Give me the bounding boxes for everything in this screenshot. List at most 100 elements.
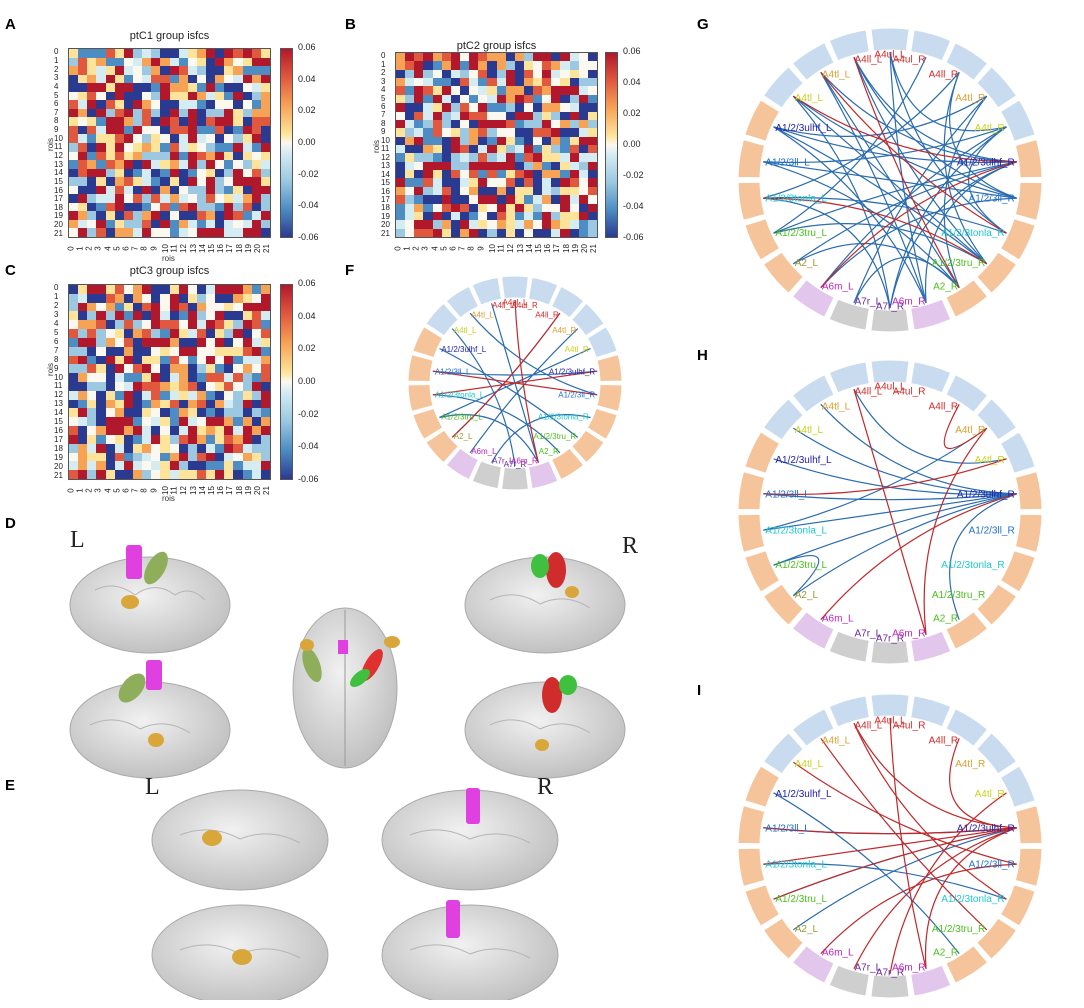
heatmap-cell — [414, 111, 424, 121]
heatmap-cell — [396, 220, 406, 230]
heatmap-cell — [251, 49, 262, 59]
heatmap-cell — [160, 108, 170, 118]
heatmap-y-tick: 4 — [54, 319, 59, 329]
heatmap-cell — [96, 470, 107, 480]
chord-ring-segment — [1014, 513, 1043, 553]
chord-ring-segment — [762, 66, 804, 109]
heatmap-cell — [105, 346, 116, 357]
chord-edge — [432, 370, 598, 376]
heatmap-a — [68, 48, 271, 238]
heatmap-y-tick: 13 — [54, 399, 63, 409]
heatmap-a-xlabel: rois — [162, 254, 175, 263]
heatmap-cell — [105, 49, 116, 59]
heatmap-cell — [69, 382, 79, 392]
heatmap-cell — [459, 145, 470, 154]
heatmap-cell — [69, 160, 79, 170]
heatmap-cell — [169, 134, 180, 144]
heatmap-cell — [196, 83, 207, 93]
heatmap-y-tick: 18 — [54, 202, 63, 212]
heatmap-cell — [224, 302, 234, 312]
heatmap-cell — [196, 461, 207, 471]
heatmap-cell — [587, 136, 598, 146]
heatmap-cell — [187, 160, 198, 170]
heatmap-cell — [242, 470, 253, 480]
heatmap-cell — [414, 170, 424, 179]
heatmap-b-ylabel: rois — [371, 140, 381, 153]
heatmap-cell — [215, 228, 225, 238]
heatmap-cell — [178, 143, 189, 153]
heatmap-cell — [396, 186, 406, 196]
chord-ring-segment — [910, 630, 952, 663]
heatmap-cell — [251, 168, 262, 178]
chord-ring-segment — [828, 29, 870, 62]
heatmap-cell — [441, 86, 452, 96]
heatmap-cell — [587, 178, 598, 188]
heatmap-cell — [169, 470, 180, 480]
heatmap-cell — [196, 228, 207, 238]
heatmap-cell — [178, 452, 189, 462]
heatmap-cell — [96, 49, 107, 59]
heatmap-cell — [196, 100, 207, 110]
heatmap-cell — [169, 302, 180, 312]
chord-ring-segment — [550, 285, 585, 319]
chord-edge — [773, 161, 1017, 234]
heatmap-cell — [206, 364, 216, 374]
heatmap-cell — [69, 434, 79, 445]
brain-d-top — [292, 607, 400, 769]
heatmap-cell — [69, 443, 79, 454]
heatmap-x-tick: 18 — [561, 244, 571, 253]
heatmap-cell — [224, 219, 234, 229]
chord-label: A4ll_R — [929, 70, 958, 81]
heatmap-cell — [187, 293, 198, 304]
heatmap-cell — [196, 185, 207, 195]
heatmap-cell — [151, 461, 161, 471]
chord-ring-segment — [910, 695, 952, 728]
heatmap-cell — [206, 194, 216, 204]
heatmap-cell — [206, 337, 216, 348]
heatmap-cell — [169, 293, 180, 304]
heatmap-cell — [215, 434, 225, 445]
colorbar-tick: 0.04 — [298, 73, 316, 84]
heatmap-cell — [114, 443, 125, 454]
chord-label: A4ul_L — [503, 298, 528, 307]
chord-ring-segment — [762, 917, 804, 960]
heatmap-cell — [114, 228, 125, 238]
heatmap-cell — [487, 195, 497, 205]
heatmap-cell — [441, 136, 452, 146]
heatmap-cell — [514, 220, 525, 230]
chord-edge — [943, 404, 988, 450]
heatmap-cell — [206, 302, 216, 312]
heatmap-cell — [560, 203, 571, 213]
heatmap-cell — [206, 373, 216, 383]
heatmap-x-tick: 1 — [402, 246, 412, 251]
heatmap-x-tick: 19 — [570, 244, 580, 253]
chord-ring-segment — [870, 27, 910, 52]
heatmap-cell — [196, 125, 207, 135]
heatmap-cell — [242, 293, 253, 304]
heatmap-cell — [169, 320, 180, 330]
heatmap-cell — [405, 195, 415, 205]
heatmap-cell — [160, 49, 170, 59]
heatmap-cell — [542, 111, 552, 121]
chord-edge — [923, 427, 988, 635]
heatmap-y-tick: 10 — [54, 372, 63, 382]
heatmap-x-tick: 19 — [243, 244, 253, 253]
heatmap-cell — [160, 408, 170, 418]
heatmap-cell — [178, 408, 189, 418]
heatmap-cell — [578, 136, 589, 146]
heatmap-cell — [206, 134, 216, 144]
heatmap-cell — [123, 228, 134, 238]
heatmap-cell — [450, 195, 461, 205]
heatmap-cell — [533, 86, 543, 96]
heatmap-y-tick: 8 — [381, 118, 386, 128]
colorbar-tick: -0.02 — [298, 408, 319, 419]
heatmap-cell — [505, 111, 516, 121]
chord-ring-segment — [1014, 139, 1043, 179]
heatmap-cell — [478, 178, 488, 188]
heatmap-cell — [569, 128, 580, 138]
heatmap-cell — [142, 346, 152, 357]
heatmap-x-tick: 2 — [84, 246, 94, 251]
heatmap-cell — [423, 103, 434, 113]
heatmap-y-tick: 14 — [54, 168, 63, 178]
heatmap-cell — [478, 145, 488, 154]
